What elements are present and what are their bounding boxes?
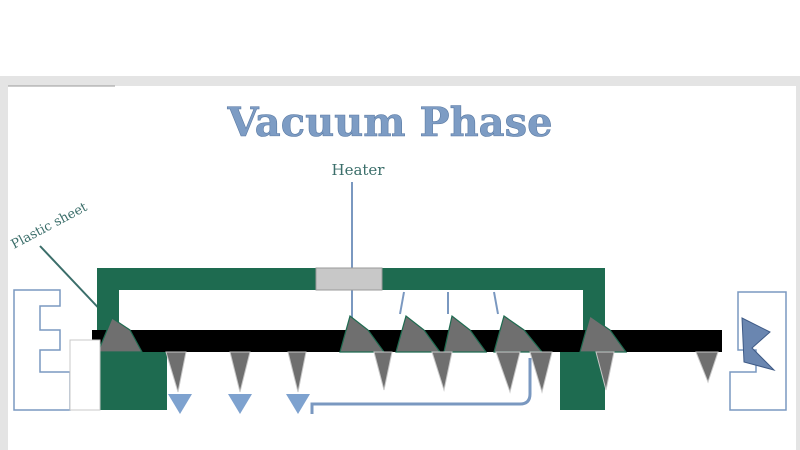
heater-block (315, 267, 383, 291)
heater-pins (399, 291, 499, 315)
down-arrow-icon (168, 394, 310, 414)
mold-peaks (97, 314, 628, 353)
left-clamp-icon (13, 289, 101, 411)
vacuum-vents (165, 351, 719, 394)
right-clamp-icon (729, 291, 787, 411)
vacuum-channel (310, 358, 532, 414)
plastic-sheet-leader-line (39, 245, 109, 319)
diagram-title: Vacuum Phase (226, 99, 552, 146)
heater-label: Heater (332, 161, 386, 179)
